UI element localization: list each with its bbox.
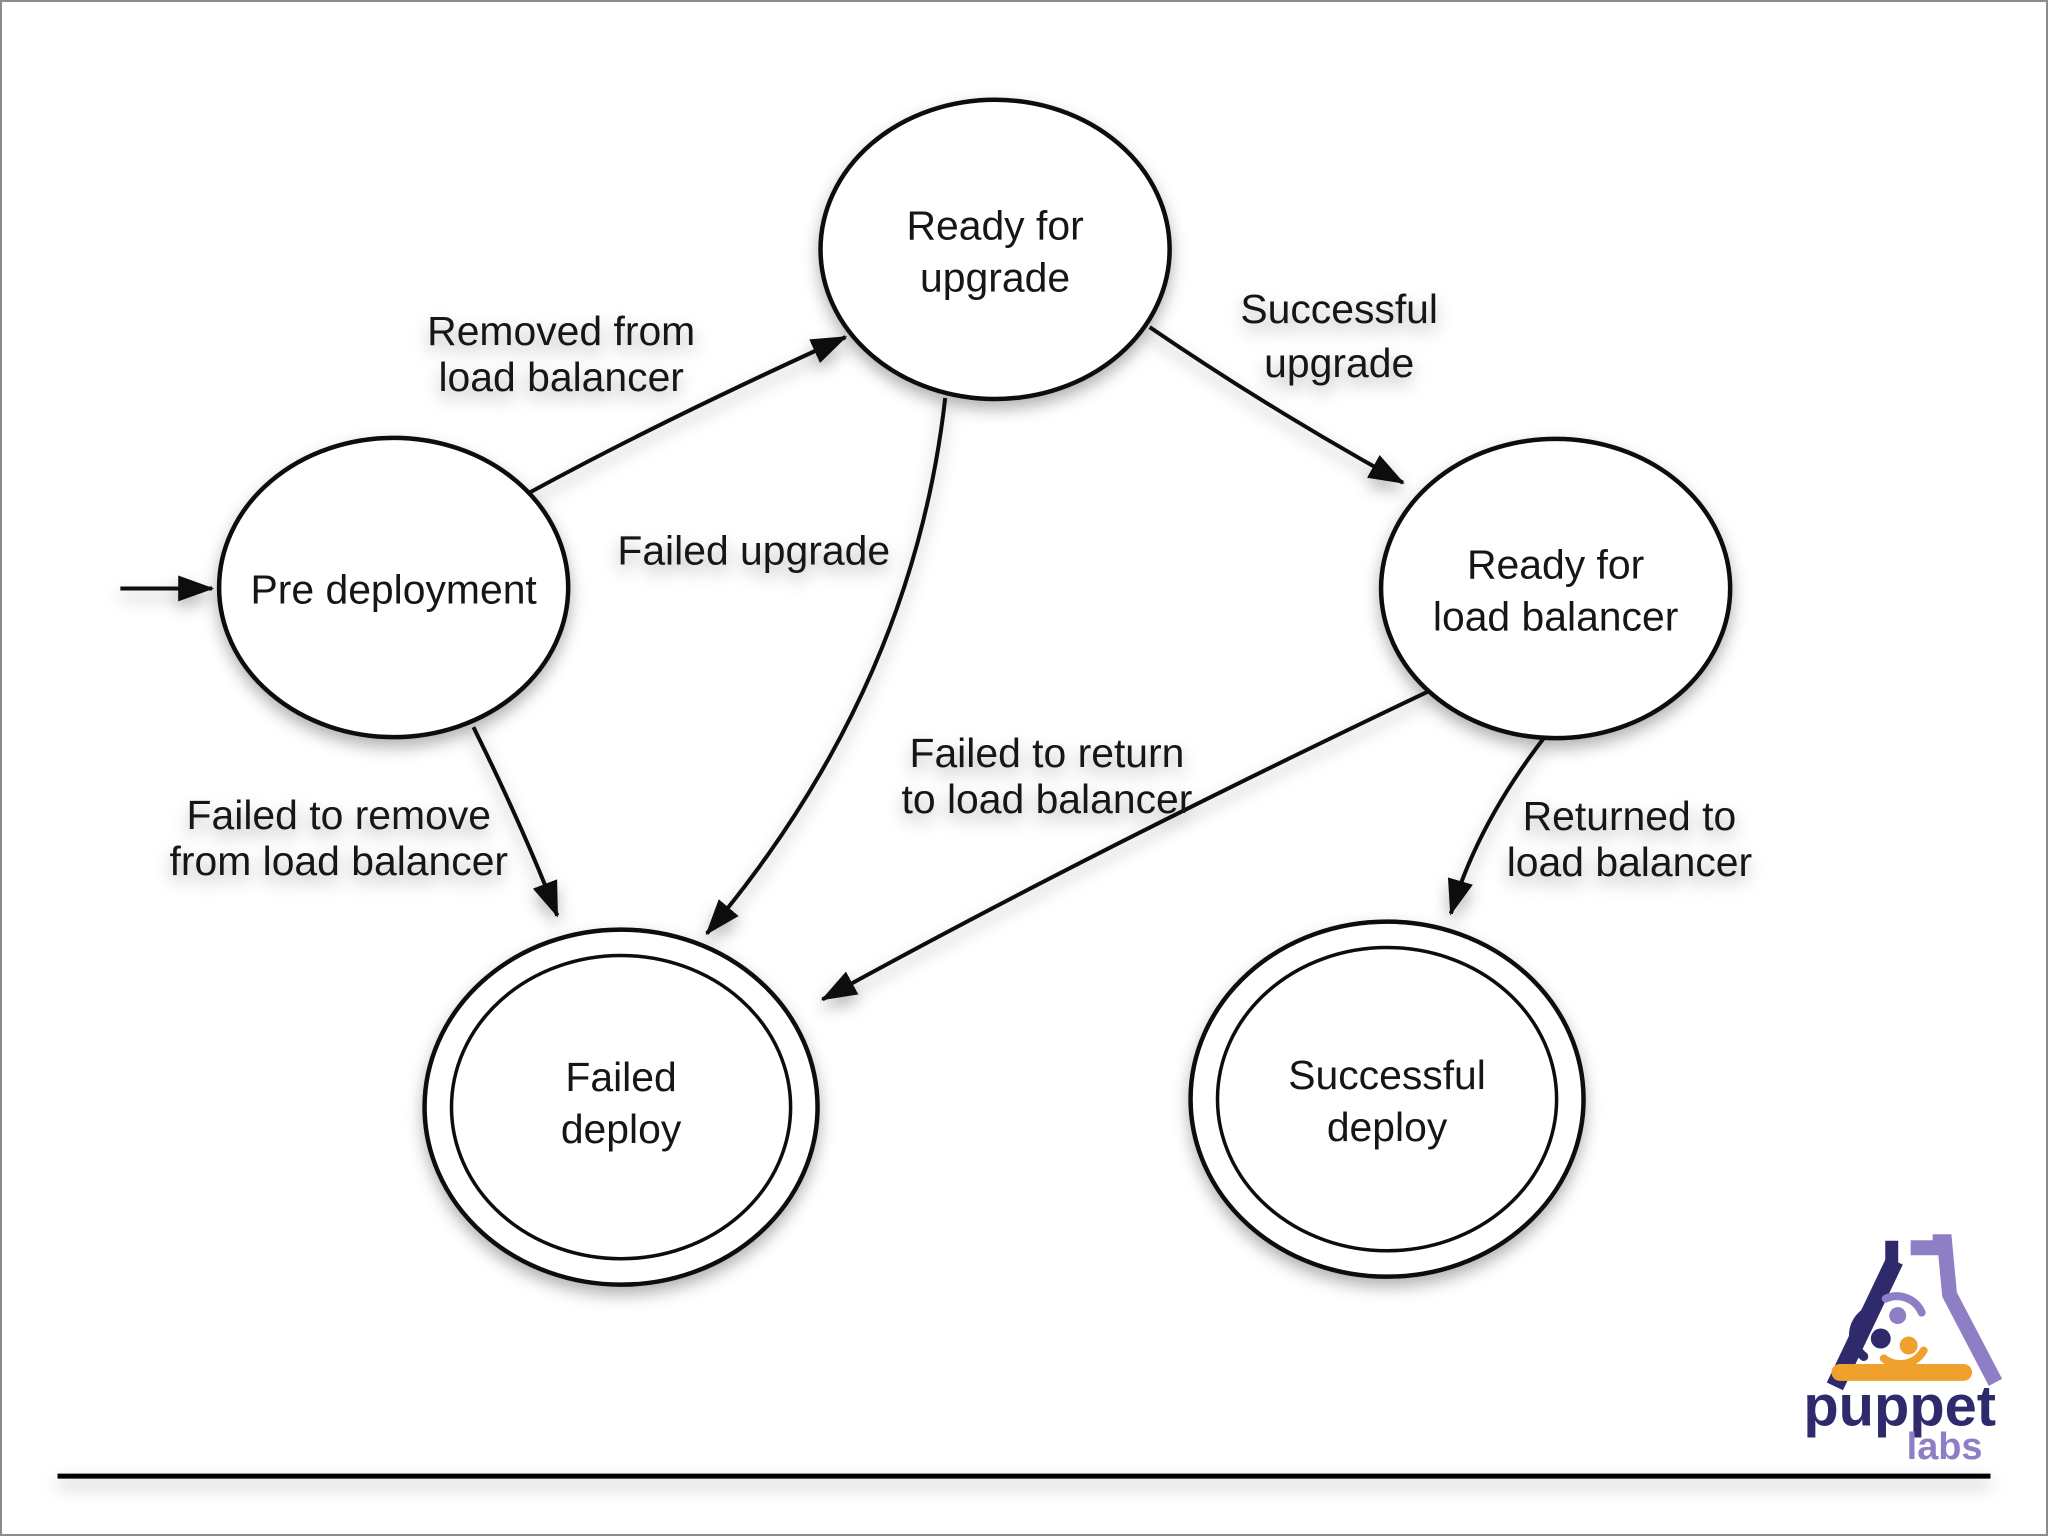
edge-returned-to-load-balancer bbox=[1447, 735, 1547, 916]
swirl-arc-purple-icon bbox=[1881, 1292, 1926, 1317]
state-node-ready-for-load-balancer: Ready for load balancer bbox=[1378, 436, 1733, 741]
state-label-line1: Pre deployment bbox=[250, 566, 537, 612]
state-label-line2: deploy bbox=[561, 1106, 682, 1152]
final-state-node-failed-deploy: Failed deploy bbox=[422, 927, 820, 1287]
edge-label-successful-upgrade-line2: upgrade bbox=[1264, 340, 1414, 386]
state-ellipse bbox=[216, 435, 571, 740]
swirl-dot-navy-icon bbox=[1870, 1328, 1891, 1349]
final-state-outer-ellipse bbox=[422, 927, 820, 1287]
edge-label-failed-return-line2: to load balancer bbox=[901, 776, 1192, 822]
state-ellipse bbox=[1378, 436, 1733, 741]
edge-successful-upgrade bbox=[1148, 325, 1405, 485]
edge-failed-to-return bbox=[820, 688, 1432, 1002]
swirl-dot-orange-icon bbox=[1899, 1336, 1918, 1355]
state-label-line1: Ready for bbox=[906, 202, 1083, 248]
state-label-line1: Successful bbox=[1288, 1052, 1486, 1098]
state-node-ready-for-upgrade: Ready for upgrade bbox=[818, 97, 1172, 402]
swirl-dot-purple-icon bbox=[1889, 1307, 1907, 1325]
final-state-outer-ellipse bbox=[1188, 919, 1586, 1279]
swirl-arc-navy-icon bbox=[1848, 1308, 1871, 1361]
edge-label-returned-line2: load balancer bbox=[1507, 839, 1752, 885]
state-label-line1: Ready for bbox=[1467, 542, 1644, 588]
state-label-line2: load balancer bbox=[1433, 593, 1678, 639]
edge-label-successful-upgrade-line1: Successful bbox=[1240, 286, 1438, 332]
state-label-line2: deploy bbox=[1327, 1104, 1448, 1150]
state-ellipse bbox=[818, 97, 1172, 402]
state-label-line2: upgrade bbox=[920, 254, 1070, 300]
edge-label-failed-remove-line1: Failed to remove bbox=[187, 792, 491, 838]
logo-wordmark-puppet: puppet bbox=[1803, 1374, 1996, 1438]
edge-label-returned-line1: Returned to bbox=[1523, 793, 1737, 839]
edge-label-failed-upgrade: Failed upgrade bbox=[617, 528, 890, 574]
state-node-pre-deployment: Pre deployment bbox=[216, 435, 571, 740]
edge-label-failed-return-line1: Failed to return bbox=[909, 730, 1184, 776]
edge-label-removed-line1: Removed from bbox=[427, 308, 695, 354]
edge-label-failed-remove-line2: from load balancer bbox=[170, 838, 509, 884]
edge-failed-to-remove bbox=[471, 726, 560, 918]
final-state-inner-ellipse bbox=[1215, 945, 1559, 1253]
swirl-arc-orange-icon bbox=[1879, 1346, 1928, 1369]
flask-right-stroke-icon bbox=[1910, 1234, 2003, 1386]
puppet-labs-logo: puppet labs bbox=[1803, 1234, 2003, 1468]
edge-removed-from-load-balancer bbox=[528, 335, 848, 495]
final-state-node-successful-deploy: Successful deploy bbox=[1188, 919, 1586, 1279]
state-label-line1: Failed bbox=[565, 1054, 676, 1100]
logo-wordmark-labs: labs bbox=[1907, 1426, 1983, 1468]
final-state-inner-ellipse bbox=[449, 953, 793, 1261]
edge-label-removed-line2: load balancer bbox=[438, 354, 683, 400]
edge-failed-upgrade bbox=[705, 397, 948, 936]
